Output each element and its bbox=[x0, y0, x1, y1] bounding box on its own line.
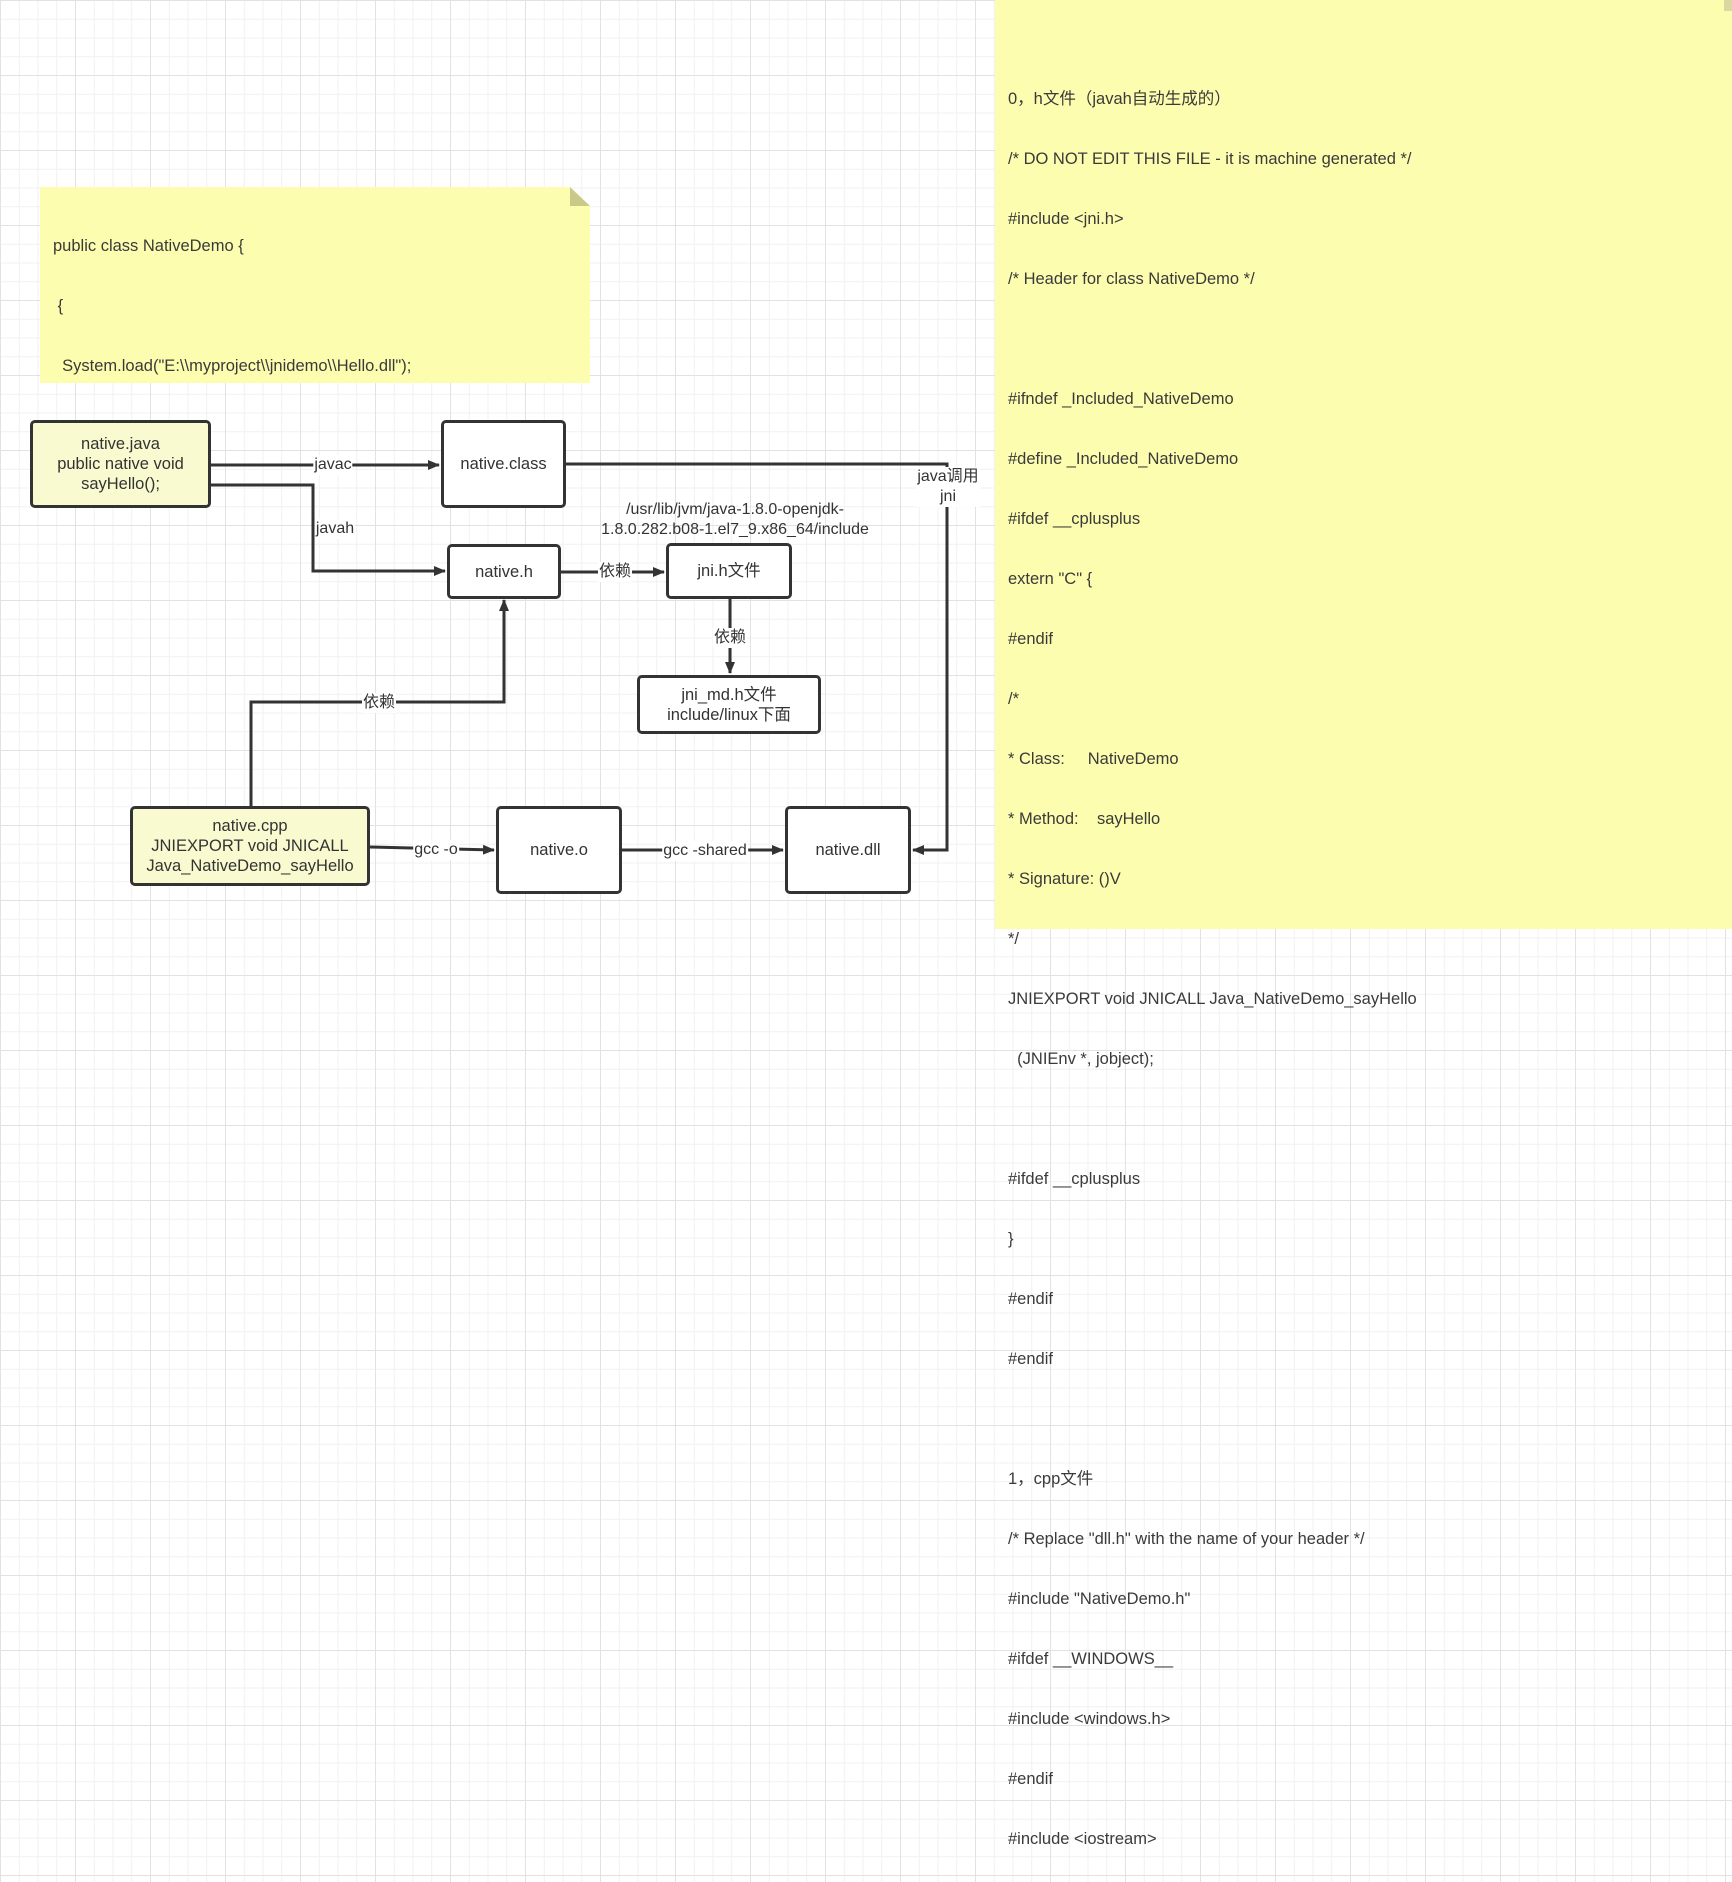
node-native-o[interactable]: native.o bbox=[496, 806, 622, 894]
panel-line: #endif bbox=[1008, 1350, 1053, 1368]
panel-line: #define _Included_NativeDemo bbox=[1008, 450, 1239, 468]
panel-line: #endif bbox=[1008, 1290, 1053, 1308]
edge-label-javah: javah bbox=[314, 519, 356, 539]
node-native-h[interactable]: native.h bbox=[447, 544, 561, 599]
panel-line bbox=[1008, 1109, 1720, 1129]
panel-line: #include <windows.h> bbox=[1008, 1710, 1171, 1728]
node-jni-md-h[interactable]: jni_md.h文件 include/linux下面 bbox=[637, 675, 821, 734]
edge-label-depends: 依赖 bbox=[712, 628, 748, 648]
node-jni-h-label: jni.h文件 bbox=[697, 562, 761, 580]
node-native-cpp[interactable]: native.cpp JNIEXPORT void JNICALL Java_N… bbox=[130, 806, 370, 886]
scrollbar-thumb[interactable] bbox=[1724, 0, 1732, 11]
edge-java-call-jni[interactable] bbox=[566, 462, 949, 855]
edge-label-gcc-shared: gcc -shared bbox=[662, 841, 748, 861]
edge-label-java-call-jni: java调用 jni bbox=[916, 467, 980, 507]
node-native-cpp-label: native.cpp JNIEXPORT void JNICALL Java_N… bbox=[146, 817, 354, 875]
note-line: public class NativeDemo { bbox=[53, 237, 244, 255]
panel-line: extern "C" { bbox=[1008, 570, 1093, 588]
node-jni-h[interactable]: jni.h文件 bbox=[666, 543, 792, 599]
node-native-dll-label: native.dll bbox=[815, 841, 881, 859]
panel-line: /* DO NOT EDIT THIS FILE - it is machine… bbox=[1008, 150, 1412, 168]
panel-line: (JNIEnv *, jobject); bbox=[1008, 1050, 1154, 1068]
panel-line: JNIEXPORT void JNICALL Java_NativeDemo_s… bbox=[1008, 990, 1417, 1008]
panel-line: #ifdef __WINDOWS__ bbox=[1008, 1650, 1174, 1668]
edge-label-gcc-o: gcc -o bbox=[413, 840, 459, 860]
node-native-java-label: native.java public native void sayHello(… bbox=[57, 435, 184, 493]
include-path-label: /usr/lib/jvm/java-1.8.0-openjdk- 1.8.0.2… bbox=[601, 501, 869, 538]
note-line: { bbox=[53, 297, 64, 315]
panel-line: #include <iostream> bbox=[1008, 1830, 1157, 1848]
panel-line: * Class: NativeDemo bbox=[1008, 750, 1179, 768]
node-native-class-label: native.class bbox=[460, 455, 547, 473]
node-native-o-label: native.o bbox=[530, 841, 588, 859]
panel-line: /* bbox=[1008, 690, 1020, 708]
panel-line: #include "NativeDemo.h" bbox=[1008, 1590, 1191, 1608]
node-native-java[interactable]: native.java public native void sayHello(… bbox=[30, 420, 211, 508]
node-jni-md-h-label: jni_md.h文件 include/linux下面 bbox=[667, 685, 791, 724]
panel-line: #include <jni.h> bbox=[1008, 210, 1124, 228]
panel-line bbox=[1008, 329, 1720, 349]
panel-line: } bbox=[1008, 1230, 1014, 1248]
code-notes-panel[interactable]: 0，h文件（javah自动生成的） /* DO NOT EDIT THIS FI… bbox=[995, 0, 1732, 1848]
node-native-class[interactable]: native.class bbox=[441, 420, 566, 508]
panel-line: * Method: sayHello bbox=[1008, 810, 1161, 828]
edge-label-javac: javac bbox=[313, 455, 353, 475]
panel-line: /* Replace "dll.h" with the name of your… bbox=[1008, 1530, 1365, 1548]
edge-label-depends: 依赖 bbox=[597, 562, 633, 582]
panel-line: /* Header for class NativeDemo */ bbox=[1008, 270, 1255, 288]
panel-line: #endif bbox=[1008, 1770, 1053, 1788]
node-native-dll[interactable]: native.dll bbox=[785, 806, 911, 894]
java-source-note[interactable]: public class NativeDemo { { System.load(… bbox=[40, 187, 590, 383]
panel-line: #ifndef _Included_NativeDemo bbox=[1008, 390, 1234, 408]
panel-line: #endif bbox=[1008, 630, 1053, 648]
panel-line: #ifdef __cplusplus bbox=[1008, 510, 1141, 528]
panel-line: 0，h文件（javah自动生成的） bbox=[1008, 90, 1231, 108]
panel-line: * Signature: ()V bbox=[1008, 870, 1121, 888]
note-line: System.load("E:\\myproject\\jnidemo\\Hel… bbox=[53, 357, 412, 375]
node-native-h-label: native.h bbox=[475, 562, 533, 581]
edge-label-depends: 依赖 bbox=[361, 693, 397, 713]
panel-line: */ bbox=[1008, 930, 1020, 948]
panel-line: #ifdef __cplusplus bbox=[1008, 1170, 1141, 1188]
panel-line: 1，cpp文件 bbox=[1008, 1470, 1094, 1488]
panel-line bbox=[1008, 1409, 1720, 1429]
edge-javah[interactable] bbox=[211, 483, 446, 576]
